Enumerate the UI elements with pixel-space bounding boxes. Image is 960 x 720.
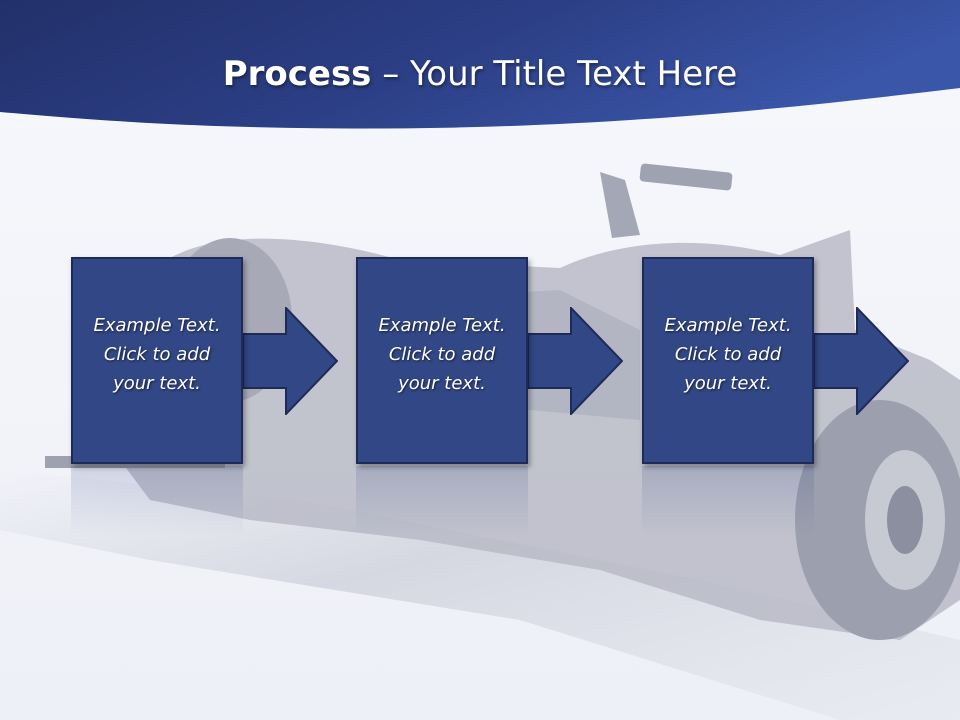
slide-title[interactable]: Process – Your Title Text Here [0, 50, 960, 98]
step-3-reflection [642, 466, 814, 536]
arrow-right-icon [243, 307, 338, 415]
process-step-3[interactable]: Example Text. Click to add your text. [642, 257, 814, 464]
arrow-right-icon [528, 307, 623, 415]
arrow-right-icon [814, 307, 909, 415]
process-step-1[interactable]: Example Text. Click to add your text. [71, 257, 243, 464]
process-step-2[interactable]: Example Text. Click to add your text. [356, 257, 528, 464]
title-bold-part: Process [222, 54, 372, 94]
title-rest: – Your Title Text Here [371, 54, 738, 94]
step-2-text[interactable]: Example Text. Click to add your text. [378, 315, 506, 394]
step-3-text[interactable]: Example Text. Click to add your text. [664, 315, 792, 394]
step-2-reflection [356, 466, 528, 536]
header-band [0, 0, 960, 129]
step-1-reflection [71, 466, 243, 536]
step-1-text[interactable]: Example Text. Click to add your text. [93, 315, 221, 394]
